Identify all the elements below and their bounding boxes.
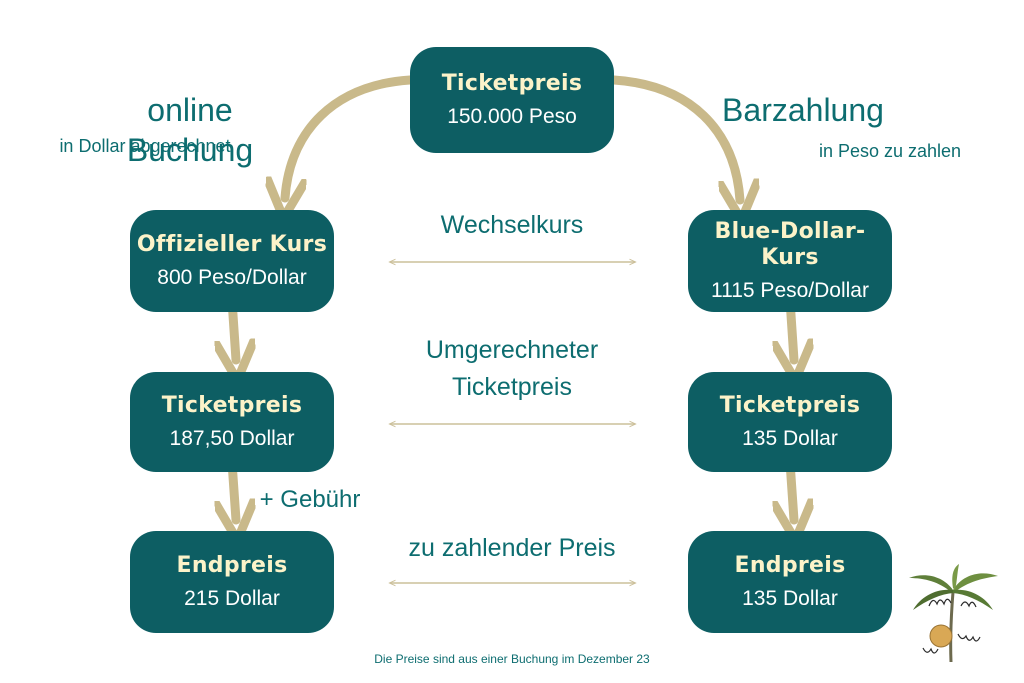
right-final-title: Endpreis	[734, 553, 846, 579]
left-rate-value: 800 Peso/Dollar	[157, 265, 307, 289]
left-rate-box: Offizieller Kurs 800 Peso/Dollar	[130, 210, 334, 312]
palm-tree-logo	[909, 564, 998, 663]
top-ticket-title: Ticketpreis	[441, 71, 583, 97]
left-ticket-value: 187,50 Dollar	[169, 426, 295, 450]
middle-ticket-label-line2: Ticketpreis	[452, 373, 572, 401]
middle-rate-label: Wechselkurs	[440, 211, 584, 239]
middle-final-label: zu zahlender Preis	[408, 534, 616, 562]
fee-label: + Gebühr	[259, 486, 361, 513]
left-ticket-title: Ticketpreis	[161, 393, 303, 419]
arrow-top-to-right	[609, 75, 740, 200]
right-rate-value: 1115 Peso/Dollar	[711, 278, 869, 302]
left-rate-title: Offizieller Kurs	[136, 232, 328, 258]
left-subheading: in Dollar abgerechnet	[59, 136, 231, 156]
right-ticket-value: 135 Dollar	[742, 426, 838, 450]
right-heading: Barzahlung	[722, 92, 884, 128]
top-ticket-value: 150.000 Peso	[447, 104, 577, 128]
left-heading: online Buchung	[126, 92, 254, 168]
right-rate-title: Blue-Dollar-Kurs	[714, 219, 866, 271]
footnote: Die Preise sind aus einer Buchung im Dez…	[374, 652, 650, 666]
left-final-box: Endpreis 215 Dollar	[130, 531, 334, 633]
left-final-title: Endpreis	[176, 553, 288, 579]
right-ticket-title: Ticketpreis	[719, 393, 861, 419]
right-subheading: in Peso zu zahlen	[818, 141, 962, 161]
right-final-box: Endpreis 135 Dollar	[688, 531, 892, 633]
left-final-value: 215 Dollar	[184, 586, 280, 610]
right-ticket-box: Ticketpreis 135 Dollar	[688, 372, 892, 472]
arrow-top-to-left	[285, 75, 415, 198]
left-ticket-box: Ticketpreis 187,50 Dollar	[130, 372, 334, 472]
right-rate-box: Blue-Dollar-Kurs 1115 Peso/Dollar	[688, 210, 892, 312]
top-ticket-box: Ticketpreis 150.000 Peso	[410, 47, 614, 153]
right-final-value: 135 Dollar	[742, 586, 838, 610]
middle-ticket-label-line1: Umgerechneter	[425, 336, 599, 364]
